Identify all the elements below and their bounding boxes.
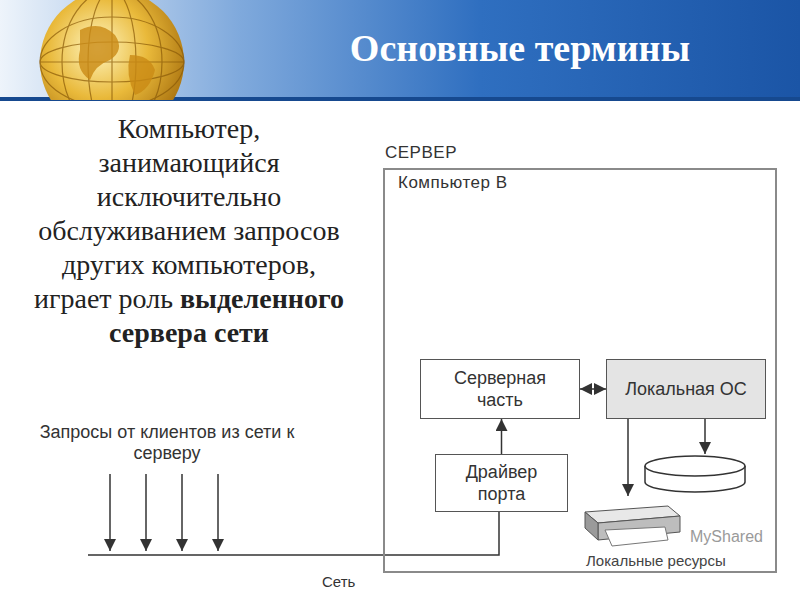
network-line xyxy=(88,511,499,555)
box-label: Драйвер порта xyxy=(444,461,559,505)
box-label: Локальная ОС xyxy=(625,378,747,400)
box-label: Серверная часть xyxy=(429,367,571,411)
request-arrows xyxy=(110,474,218,551)
connector-arrow xyxy=(501,419,503,454)
frame-heading: СЕРВЕР xyxy=(385,143,457,163)
requests-note: Запросы от клиентов из сети к серверу xyxy=(32,422,302,464)
slide-title: Основные термины xyxy=(270,26,770,70)
computer-name: Компьютер В xyxy=(398,173,508,193)
disk-symbol xyxy=(645,456,745,492)
watermark: MyShared xyxy=(690,526,774,547)
server-frame: СЕРВЕРКомпьютер ВСерверная частьЛокальна… xyxy=(383,168,777,573)
globe-icon xyxy=(40,0,184,100)
network-label: Сеть xyxy=(322,571,382,592)
connector-arrow xyxy=(580,388,606,390)
process-box: Драйвер порта xyxy=(435,454,568,512)
resources-label: Локальные ресурсы xyxy=(586,550,736,571)
printer-symbol xyxy=(585,506,680,546)
process-box: Серверная часть xyxy=(420,359,580,419)
definition-text: Компьютер, занимающийся исключительно об… xyxy=(30,112,348,350)
process-box: Локальная ОС xyxy=(606,359,766,419)
